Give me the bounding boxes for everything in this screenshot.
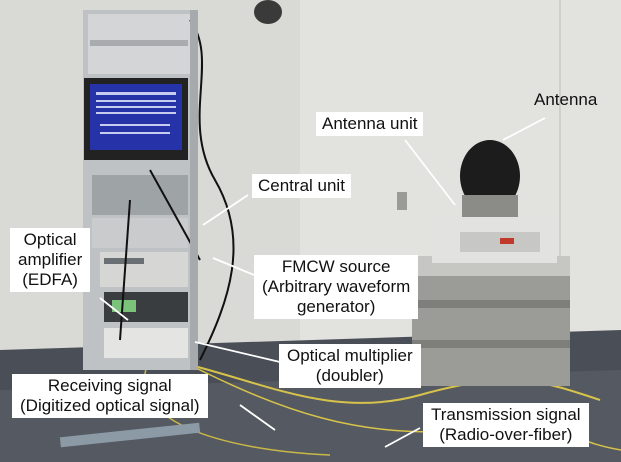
label-antenna: Antenna (534, 90, 598, 109)
label-fmcw-source-line-2: (Arbitrary waveform (262, 277, 411, 296)
arrow-receiving-signal (239, 404, 276, 431)
label-transmission-signal-line-2: (Radio-over-fiber) (439, 425, 573, 444)
arrow-transmission-signal (384, 427, 421, 448)
arrow-antenna (502, 117, 546, 141)
label-optical-amplifier: Optical amplifier (EDFA) (10, 228, 91, 292)
label-optical-amplifier-line-3: (EDFA) (22, 270, 78, 289)
rack-post (190, 10, 198, 370)
label-optical-amplifier-line-2: amplifier (18, 250, 83, 269)
ceiling-vent (254, 0, 282, 24)
label-optical-multiplier-line-2: (doubler) (315, 366, 384, 385)
label-fmcw-source-line-3: generator) (296, 297, 376, 316)
optical-amplifier-device (100, 252, 188, 287)
arrow-central-unit (202, 194, 249, 226)
label-antenna-unit: Antenna unit (316, 112, 424, 136)
label-receiving-signal: Receiving signal (Digitized optical sign… (12, 374, 208, 418)
label-optical-amplifier-line-1: Optical (23, 230, 77, 249)
equipment-stack (412, 256, 570, 386)
label-central-unit: Central unit (252, 174, 351, 198)
label-fmcw-source-line-1: FMCW source (281, 257, 391, 276)
arrow-optical-multiplier (194, 341, 281, 363)
optical-multiplier-device (104, 328, 188, 358)
label-receiving-signal-line-2: (Digitized optical signal) (20, 396, 200, 415)
wall-socket (397, 192, 407, 210)
arrow-fmcw-source (212, 257, 255, 276)
antenna-dish (460, 140, 520, 212)
floor-tape (59, 422, 201, 448)
arrow-optical-amplifier (99, 297, 129, 321)
label-fmcw-source: FMCW source (Arbitrary waveform generato… (254, 255, 419, 319)
label-optical-multiplier: Optical multiplier (doubler) (279, 344, 421, 388)
label-receiving-signal-line-1: Receiving signal (47, 376, 172, 395)
label-transmission-signal-line-1: Transmission signal (431, 405, 581, 424)
label-optical-multiplier-line-1: Optical multiplier (287, 346, 413, 365)
label-transmission-signal: Transmission signal (Radio-over-fiber) (423, 403, 589, 447)
arrow-antenna-unit (404, 139, 456, 206)
